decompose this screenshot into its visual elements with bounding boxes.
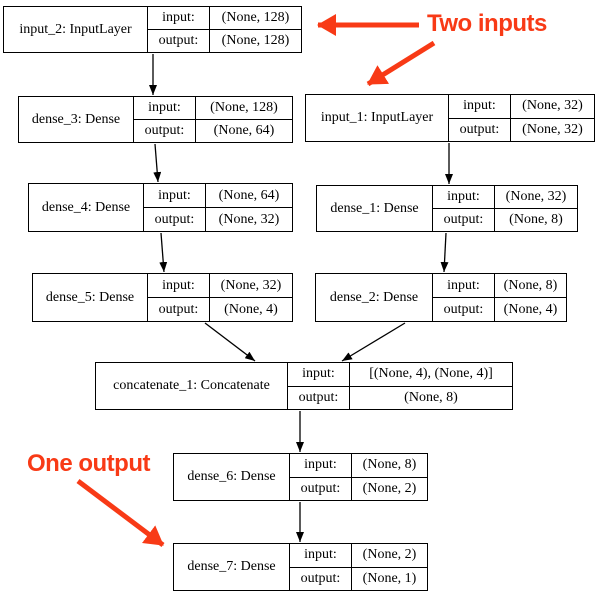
layer-name: dense_6: Dense — [174, 454, 290, 500]
annotation-arrow-to-input_1 — [366, 40, 436, 87]
layer-name: dense_5: Dense — [33, 274, 148, 321]
output-shape: (None, 8) — [509, 212, 563, 227]
layer-name: dense_2: Dense — [316, 274, 433, 321]
input-shape: (None, 2) — [362, 547, 417, 563]
edge-dense_1-dense_2 — [440, 232, 449, 273]
layer-name: input_1: InputLayer — [306, 95, 449, 141]
output-label: output: — [290, 567, 352, 590]
input-shape: (None, 128) — [221, 10, 290, 25]
node-dense_2: dense_2: Dense input: (None, 8) output: … — [315, 273, 567, 322]
output-label: output: — [433, 298, 495, 321]
node-input_2: input_2: InputLayer input: (None, 128) o… — [3, 6, 302, 53]
annotation-two-inputs: Two inputs — [427, 10, 547, 37]
input-label: input: — [449, 95, 511, 118]
input-shape: [(None, 4), (None, 4)] — [369, 366, 493, 382]
input-label: input: — [433, 186, 495, 208]
input-shape: (None, 32) — [505, 189, 567, 204]
input-label: input: — [148, 274, 210, 297]
input-label: input: — [134, 97, 196, 119]
layer-name: concatenate_1: Concatenate — [96, 363, 288, 409]
output-shape: (None, 4) — [224, 301, 278, 317]
node-dense_4: dense_4: Dense input: (None, 64) output:… — [28, 183, 293, 232]
annotation-arrow-to-dense_7 — [76, 479, 165, 547]
output-shape: (None, 4) — [503, 301, 558, 317]
node-dense_1: dense_1: Dense input: (None, 32) output:… — [316, 185, 578, 232]
output-shape: (None, 32) — [522, 121, 583, 137]
input-label: input: — [290, 454, 352, 477]
input-label: input: — [290, 544, 352, 567]
output-label: output: — [134, 120, 196, 142]
node-dense_6: dense_6: Dense input: (None, 8) output: … — [173, 453, 428, 501]
annotation-one-output: One output — [27, 450, 150, 477]
layer-name: dense_3: Dense — [19, 97, 134, 142]
input-label: input: — [288, 363, 350, 386]
input-label: input: — [144, 184, 206, 207]
node-input_1: input_1: InputLayer input: (None, 32) ou… — [305, 94, 595, 142]
input-shape: (None, 32) — [522, 98, 583, 114]
layer-name: dense_4: Dense — [29, 184, 144, 231]
edge-dense_2-concatenate_1 — [341, 322, 406, 362]
output-label: output: — [433, 209, 495, 231]
output-shape: (None, 128) — [221, 33, 290, 48]
edge-dense_3-dense_4 — [153, 143, 162, 183]
input-label: input: — [148, 7, 210, 29]
output-label: output: — [288, 386, 350, 409]
output-shape: (None, 8) — [404, 389, 458, 405]
output-shape: (None, 2) — [362, 480, 417, 496]
layer-name: dense_1: Dense — [317, 186, 433, 231]
output-label: output: — [148, 30, 210, 52]
layer-name: input_2: InputLayer — [4, 7, 148, 52]
edge-dense_4-dense_5 — [159, 232, 168, 273]
input-shape: (None, 64) — [218, 187, 280, 203]
node-dense_3: dense_3: Dense input: (None, 128) output… — [18, 96, 293, 143]
input-shape: (None, 128) — [210, 100, 278, 115]
output-label: output: — [290, 477, 352, 500]
input-shape: (None, 8) — [503, 277, 558, 293]
input-label: input: — [433, 274, 495, 297]
output-label: output: — [449, 118, 511, 141]
layer-name: dense_7: Dense — [174, 544, 290, 590]
output-label: output: — [148, 298, 210, 321]
node-concatenate_1: concatenate_1: Concatenate input: [(None… — [95, 362, 513, 410]
node-dense_5: dense_5: Dense input: (None, 32) output:… — [32, 273, 293, 322]
output-shape: (None, 64) — [213, 123, 275, 138]
output-shape: (None, 32) — [218, 211, 280, 227]
output-shape: (None, 1) — [362, 570, 417, 586]
input-shape: (None, 32) — [220, 277, 282, 293]
input-shape: (None, 8) — [362, 457, 417, 473]
node-dense_7: dense_7: Dense input: (None, 2) output: … — [173, 543, 428, 591]
output-label: output: — [144, 208, 206, 231]
edge-dense_5-concatenate_1 — [204, 322, 256, 362]
